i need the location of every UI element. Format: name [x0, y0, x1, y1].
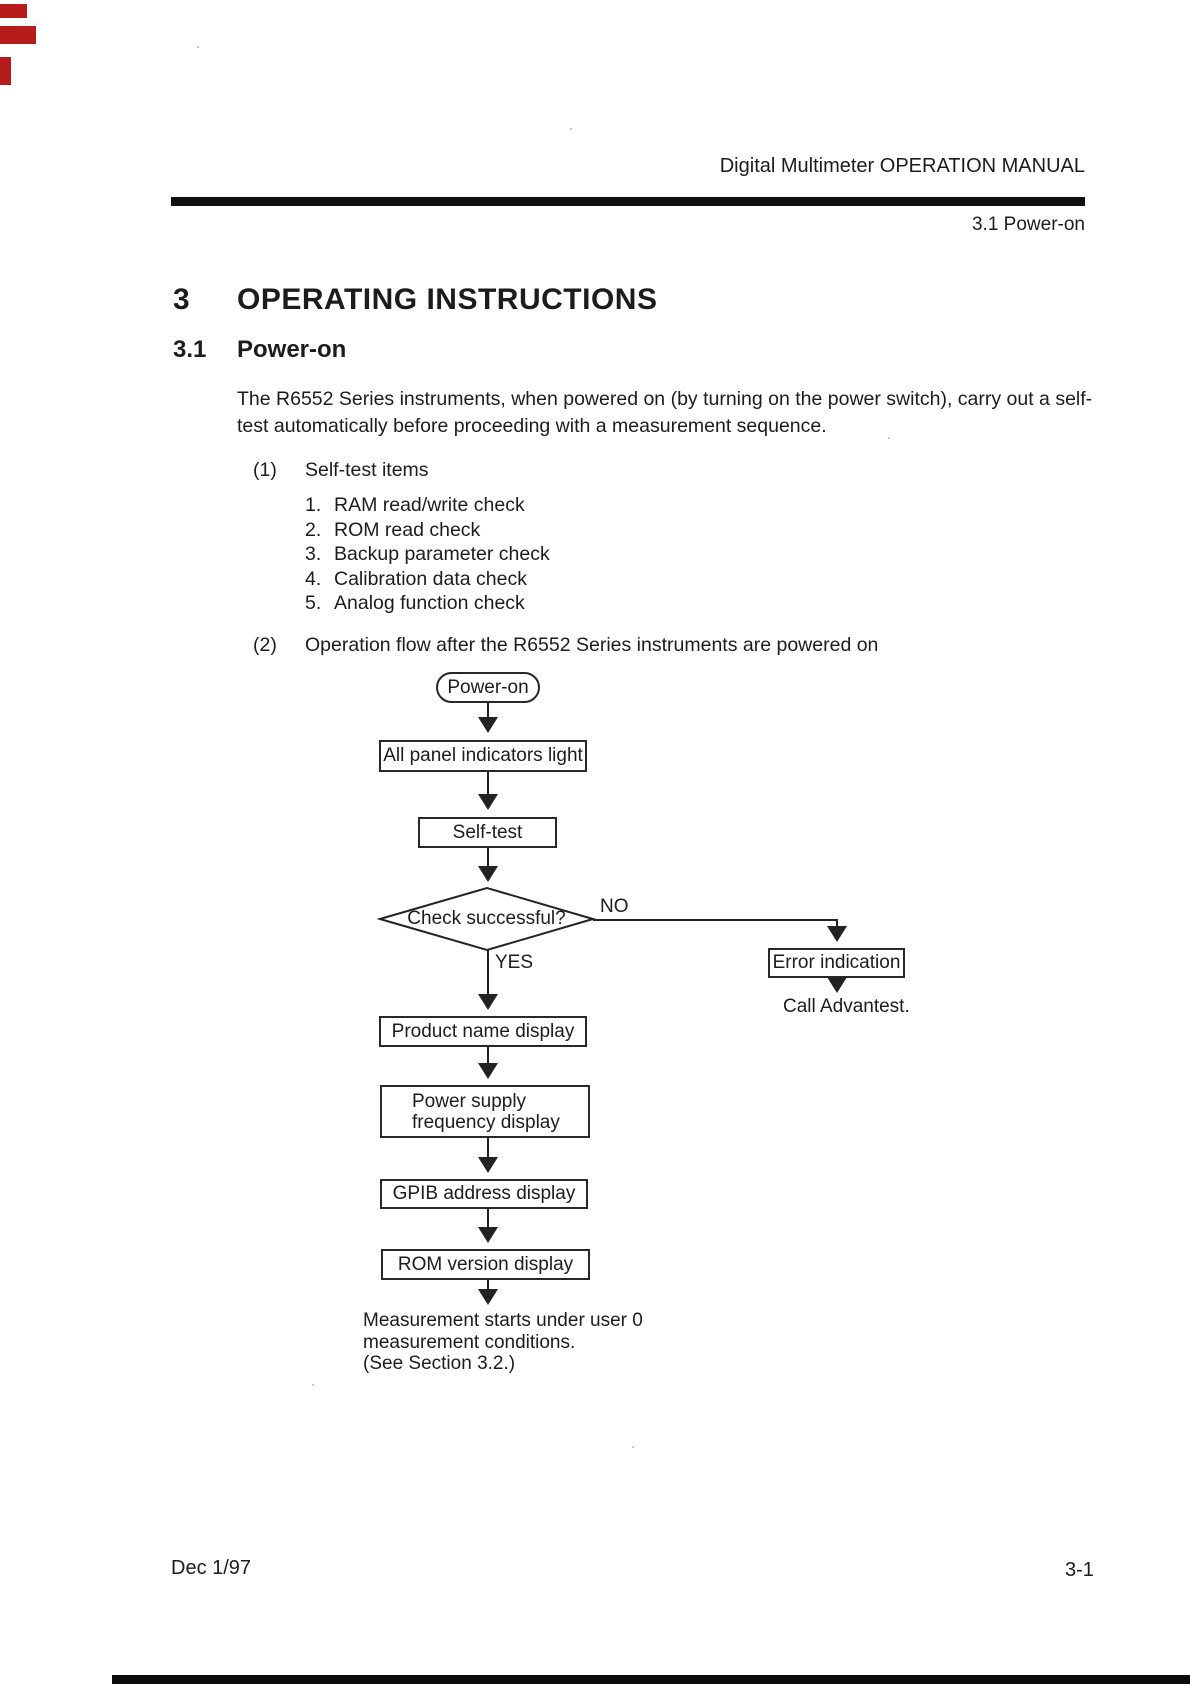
- list-item-text: Calibration data check: [334, 567, 527, 590]
- list-item-text: Backup parameter check: [334, 543, 550, 565]
- intro-paragraph: The R6552 Series instruments, when power…: [237, 386, 1092, 440]
- list-item-number: 2.: [305, 518, 322, 541]
- section-number: 3.1: [173, 336, 207, 363]
- list-item: 2. ROM read check: [305, 518, 550, 543]
- chapter-title: OPERATING INSTRUCTIONS: [237, 283, 658, 316]
- flowchart-box-power-supply-frequency: Power supply frequency display: [380, 1085, 590, 1138]
- flowchart-decision-check-successful: Check successful?: [407, 908, 566, 929]
- power-box-line-1: Power supply: [412, 1090, 527, 1112]
- list-marker-2: (2): [253, 634, 277, 656]
- header-rule: [171, 197, 1085, 206]
- flowchart-no-label: NO: [600, 896, 629, 917]
- scan-artifact-red: [0, 26, 36, 44]
- flowchart-start-power-on: Power-on: [436, 672, 540, 703]
- list-item-text: ROM read check: [334, 518, 481, 541]
- chapter-number: 3: [173, 283, 191, 316]
- list-item: 4. Calibration data check: [305, 567, 550, 592]
- operation-flow-title: Operation flow after the R6552 Series in…: [305, 634, 879, 656]
- header-section-ref: 3.1 Power-on: [971, 214, 1085, 235]
- flowchart-box-all-panel-indicators: All panel indicators light: [379, 740, 587, 772]
- scan-artifact-red: [0, 4, 27, 18]
- scan-speck: [888, 437, 890, 439]
- list-item-number: 4.: [305, 567, 322, 590]
- flowchart-box-error-indication: Error indication: [768, 948, 905, 978]
- scan-speck: [312, 1384, 314, 1386]
- intro-line-1: The R6552 Series instruments, when power…: [237, 388, 1093, 410]
- footer-date: Dec 1/97: [171, 1557, 252, 1579]
- flowchart-call-advantest-note: Call Advantest.: [783, 996, 910, 1017]
- manual-title: Digital Multimeter OPERATION MANUAL: [719, 155, 1085, 177]
- end-note-line-2: measurement conditions.: [363, 1331, 576, 1353]
- list-item: 5. Analog function check: [305, 591, 550, 616]
- flowchart-box-gpib-address-display: GPIB address display: [380, 1179, 588, 1209]
- list-item-number: 5.: [305, 592, 322, 614]
- list-item-number: 3.: [305, 543, 322, 565]
- scan-artifact-red: [0, 57, 11, 85]
- scan-artifact-bottom-bar: [112, 1675, 1190, 1684]
- flowchart-end-note: Measurement starts under user 0 measurem…: [363, 1310, 643, 1375]
- list-marker-1: (1): [253, 459, 277, 481]
- flowchart-box-rom-version-display: ROM version display: [381, 1249, 590, 1280]
- list-item-text: RAM read/write check: [334, 494, 525, 516]
- list-item-text: Analog function check: [334, 592, 525, 614]
- list-item-number: 1.: [305, 494, 322, 516]
- scan-speck: [197, 46, 199, 48]
- self-test-items-list: 1. RAM read/write check 2. ROM read chec…: [305, 493, 550, 616]
- scan-speck: [570, 128, 572, 130]
- flowchart-yes-label: YES: [495, 952, 534, 973]
- list-item: 1. RAM read/write check: [305, 493, 550, 518]
- footer-page-number: 3-1: [1065, 1559, 1094, 1581]
- end-note-line-1: Measurement starts under user 0: [363, 1310, 643, 1331]
- flowchart-box-product-name-display: Product name display: [379, 1016, 587, 1047]
- section-title: Power-on: [237, 336, 347, 363]
- list-item: 3. Backup parameter check: [305, 542, 550, 567]
- power-box-line-2: frequency display: [412, 1111, 560, 1133]
- scan-speck: [632, 1446, 634, 1448]
- self-test-items-title: Self-test items: [305, 459, 429, 481]
- flowchart-box-self-test: Self-test: [418, 817, 557, 848]
- end-note-line-3: (See Section 3.2.): [363, 1353, 516, 1374]
- intro-line-2: test automatically before proceeding wit…: [237, 415, 827, 437]
